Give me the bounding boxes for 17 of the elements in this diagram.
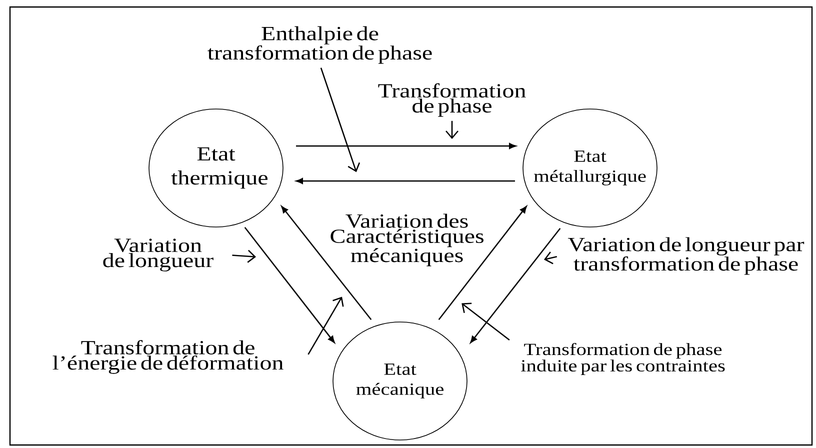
annotation-text: Variation de longueur xyxy=(103,238,214,272)
leader-arrow xyxy=(308,296,344,355)
leader-arrow xyxy=(446,120,458,139)
leader-arrow xyxy=(320,68,360,172)
arrow xyxy=(470,228,561,344)
arrow xyxy=(296,143,516,149)
annotation-text: Transformation de phase induite par les contraintes xyxy=(521,343,725,375)
arrow xyxy=(296,178,515,184)
annotation-text: Enthalpie de transformation de phase xyxy=(208,26,432,64)
annotation-text: Variation de longueur par transformation de phase xyxy=(568,237,804,275)
arrow xyxy=(244,226,335,344)
arrow xyxy=(438,206,527,320)
leader-arrow xyxy=(462,302,510,340)
arrow xyxy=(281,206,372,320)
annotation-text: Variation des Caractéristiques mécaniques xyxy=(330,214,484,266)
leader-arrow xyxy=(232,250,256,263)
annotation-text: Transformation de l’énergie de déformation xyxy=(52,340,284,374)
